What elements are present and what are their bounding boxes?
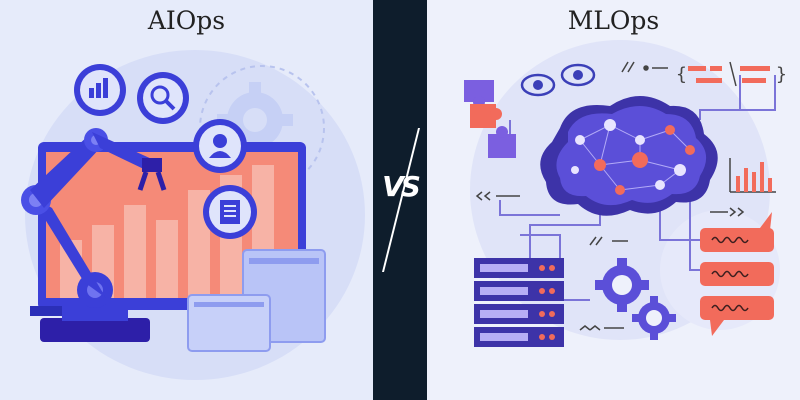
aiops-title: AIOps xyxy=(147,6,226,35)
puzzle-icon xyxy=(464,80,516,158)
mlops-title: MLOps xyxy=(567,6,660,35)
speech-bubble-icon xyxy=(700,212,774,336)
search-icon xyxy=(137,72,189,124)
document-list-icon xyxy=(203,185,257,239)
window-front xyxy=(187,294,271,352)
svg-text:{: { xyxy=(676,64,687,85)
bar-chart-icon xyxy=(729,158,776,193)
code-brackets-icon: { } xyxy=(676,61,787,87)
vs-label: VS xyxy=(382,170,421,203)
gear-icon xyxy=(595,258,649,312)
eye-icon xyxy=(520,63,596,97)
decor-marks xyxy=(475,61,745,331)
bar-chart-icon xyxy=(74,64,126,116)
brain-network-icon xyxy=(540,96,718,216)
server-rack-icon xyxy=(474,258,564,347)
robot-arm-icon xyxy=(21,128,167,342)
user-icon xyxy=(193,119,247,173)
gear-icon-small xyxy=(632,296,676,340)
svg-text:}: } xyxy=(776,64,787,85)
connector-lines xyxy=(499,75,776,301)
